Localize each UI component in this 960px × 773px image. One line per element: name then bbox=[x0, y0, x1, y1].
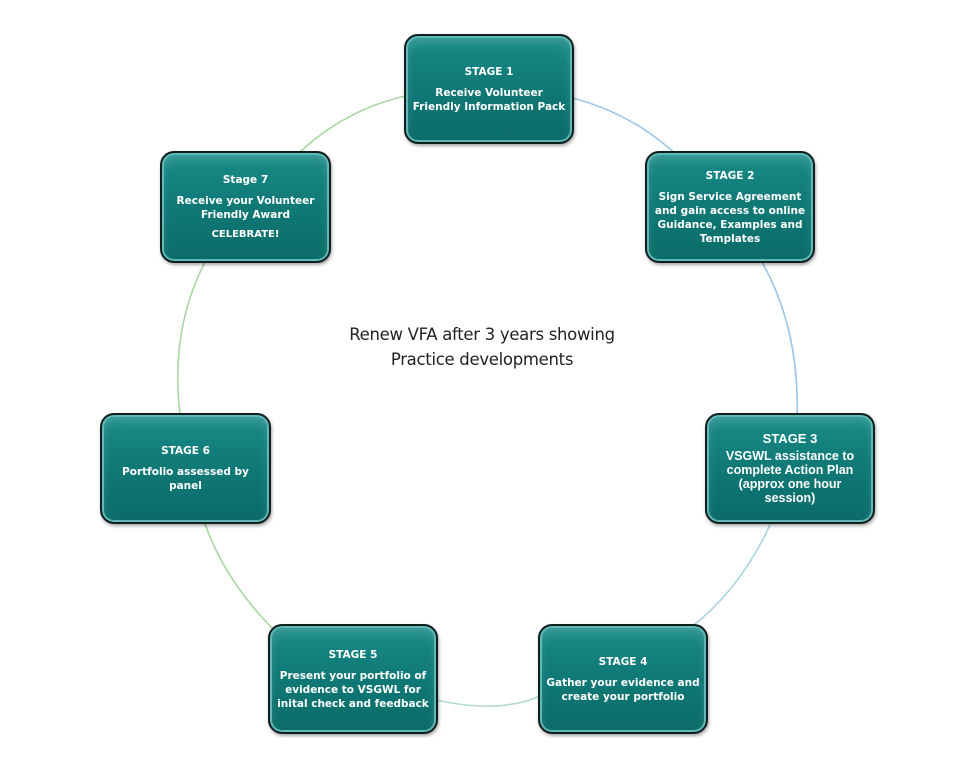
stage-7-box: Stage 7 Receive your Volunteer Friendly … bbox=[160, 151, 331, 263]
ring-arc-4-5 bbox=[435, 695, 541, 707]
ring-arc-3-4 bbox=[689, 524, 771, 629]
ring-arc-6-7 bbox=[176, 261, 206, 415]
ring-arc-2-3 bbox=[761, 261, 799, 419]
center-caption-line-2: Practice developments bbox=[390, 350, 574, 369]
stage-3-box: STAGE 3 VSGWL assistance to complete Act… bbox=[705, 413, 875, 524]
center-caption: Renew VFA after 3 years showing Practice… bbox=[322, 322, 642, 372]
center-caption-line-1: Renew VFA after 3 years showing bbox=[349, 325, 615, 344]
stage-description: Sign Service Agreement and gain access t… bbox=[654, 190, 806, 245]
ring-arc-5-6 bbox=[204, 523, 273, 629]
stage-description: Present your portfolio of evidence to VS… bbox=[277, 669, 429, 710]
stage-description: Gather your evidence and create your por… bbox=[546, 676, 700, 703]
stage-description: VSGWL assistance to complete Action Plan… bbox=[725, 449, 855, 505]
stage-extra: CELEBRATE! bbox=[211, 228, 280, 240]
stage-4-box: STAGE 4 Gather your evidence and create … bbox=[538, 624, 708, 734]
ring-arc-7-1 bbox=[299, 95, 406, 153]
stage-description: Receive Volunteer Friendly Information P… bbox=[412, 86, 566, 113]
stage-2-box: STAGE 2 Sign Service Agreement and gain … bbox=[645, 151, 815, 263]
stage-title: Stage 7 bbox=[222, 173, 269, 186]
stage-description: Portfolio assessed by panel bbox=[122, 466, 249, 492]
stage-title: STAGE 1 bbox=[464, 65, 514, 78]
stage-description: Receive your Volunteer Friendly Award bbox=[176, 194, 315, 221]
stage-6-box: STAGE 6 Portfolio assessed by panel bbox=[100, 413, 271, 524]
stage-1-box: STAGE 1 Receive Volunteer Friendly Infor… bbox=[404, 34, 574, 144]
stage-title: STAGE 4 bbox=[598, 655, 648, 668]
stage-title: STAGE 2 bbox=[705, 169, 755, 182]
stage-title: STAGE 3 bbox=[762, 431, 818, 446]
stage-5-box: STAGE 5 Present your portfolio of eviden… bbox=[268, 624, 438, 734]
ring-arc-1-2 bbox=[559, 94, 681, 159]
stage-title: STAGE 5 bbox=[328, 648, 378, 661]
stage-title: STAGE 6 bbox=[161, 445, 210, 457]
